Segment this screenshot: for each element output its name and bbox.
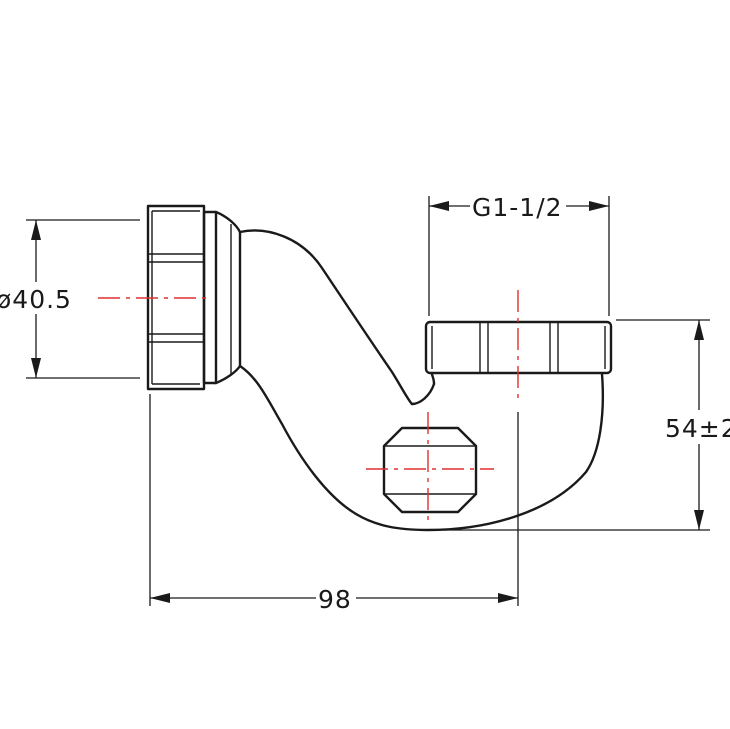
- dimension-height: [444, 319, 730, 531]
- center-lines: [98, 290, 519, 522]
- dimension-length: [149, 394, 519, 614]
- cleanout-hex-plug: [382, 426, 478, 514]
- thread-label: G1-1/2: [472, 193, 563, 222]
- diameter-label: ø40.5: [0, 285, 72, 314]
- inlet-collar: [214, 210, 242, 385]
- length-label: 98: [318, 585, 352, 614]
- trap-bend-body: [238, 229, 605, 532]
- height-label: 54±2: [665, 414, 730, 443]
- dimension-thread: [428, 192, 610, 316]
- dimension-diameter: [26, 219, 140, 379]
